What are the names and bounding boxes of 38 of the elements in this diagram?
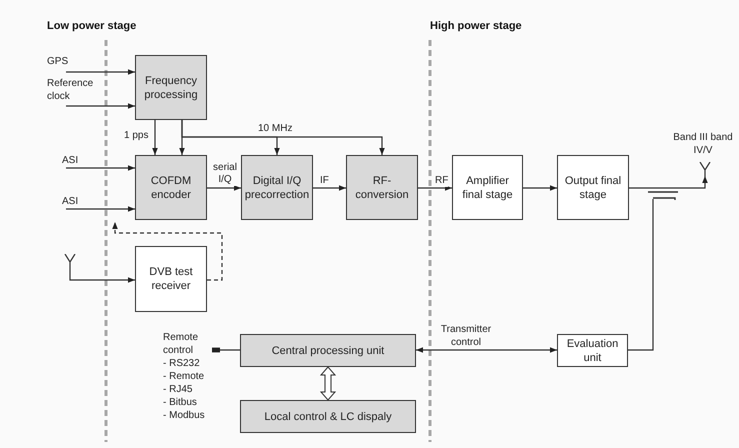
signal-label: ASI <box>62 154 88 168</box>
coupler-symbol <box>646 191 678 200</box>
arrow <box>416 347 557 353</box>
stage-heading: High power stage <box>430 19 522 34</box>
arrow <box>523 185 557 191</box>
block-box: Central processing unit <box>240 334 416 367</box>
arrow <box>418 185 452 191</box>
block-box: RF-conversion <box>346 155 418 220</box>
antenna-symbol <box>64 254 76 268</box>
block-box: COFDM encoder <box>135 155 207 220</box>
block-box: Local control & LC dispaly <box>240 400 416 433</box>
block-box: Amplifier final stage <box>452 155 523 220</box>
signal-label: Remote control - RS232 - Remote - RJ45 - Bitbus - Modbus <box>163 331 211 423</box>
antenna-label: Band III band IV/V <box>672 131 734 157</box>
arrow <box>629 176 708 189</box>
antenna-symbol <box>699 162 711 176</box>
signal-label: Reference clock <box>47 77 105 106</box>
arrow <box>66 206 135 212</box>
arrow <box>66 69 135 75</box>
block-box: DVB test receiver <box>135 246 207 312</box>
edge-label: RF <box>435 175 448 187</box>
double-arrow <box>320 366 336 401</box>
arrow <box>66 165 135 171</box>
block-box: Frequency processing <box>135 55 207 120</box>
signal-label: GPS <box>47 55 77 72</box>
arrow <box>152 120 158 155</box>
block-box: Output final stage <box>557 155 629 220</box>
block-box: Digital I/Q precorrection <box>241 155 313 220</box>
arrow <box>313 185 346 191</box>
arrow <box>66 103 135 109</box>
arrow <box>181 120 385 155</box>
dashed-arrow <box>112 222 223 281</box>
arrow <box>69 268 135 283</box>
arrow <box>207 185 241 191</box>
stage-heading: Low power stage <box>47 19 136 34</box>
block-box: Evaluation unit <box>557 334 628 367</box>
edge-label: 1 pps <box>124 130 148 142</box>
signal-label: ASI <box>62 195 88 209</box>
